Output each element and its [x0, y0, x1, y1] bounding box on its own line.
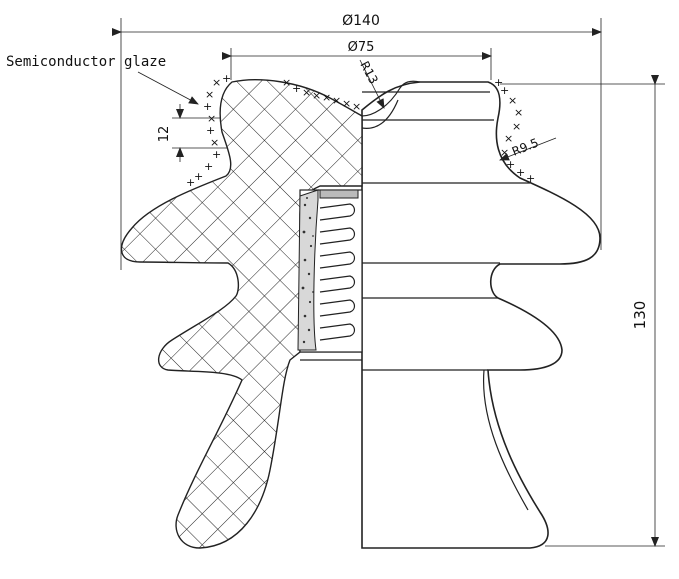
- svg-text:×: ×: [207, 112, 216, 125]
- glaze-markers-left: × × + × + × + + + + +: [186, 72, 231, 189]
- svg-text:+: +: [500, 84, 509, 97]
- svg-text:×: ×: [302, 86, 311, 99]
- cement-specks: [301, 197, 314, 344]
- svg-text:+: +: [222, 72, 231, 85]
- svg-text:×: ×: [352, 100, 361, 113]
- thread-ridges: [319, 203, 356, 341]
- dimension-d140: Ø140: [112, 13, 602, 270]
- insulator-body: [300, 81, 601, 549]
- svg-text:+: +: [494, 76, 503, 89]
- insert-top-cap: [319, 189, 359, 199]
- svg-text:+: +: [203, 100, 212, 113]
- dimension-d75: Ø75: [222, 40, 492, 80]
- svg-text:+: +: [186, 176, 195, 189]
- svg-text:×: ×: [282, 76, 291, 89]
- dimension-h130-label: 130: [631, 301, 649, 330]
- dimension-d75-label: Ø75: [348, 40, 375, 55]
- glaze-markers-right: + + × × × × × + + +: [494, 76, 535, 185]
- svg-text:+: +: [212, 148, 221, 161]
- threaded-insert: [297, 189, 363, 353]
- r13-callout: R13: [357, 59, 385, 109]
- svg-text:+: +: [194, 170, 203, 183]
- svg-text:×: ×: [500, 146, 509, 159]
- svg-text:×: ×: [312, 89, 321, 102]
- svg-text:+: +: [204, 160, 213, 173]
- dimension-h130: 130: [500, 75, 665, 547]
- svg-text:×: ×: [512, 120, 521, 133]
- svg-text:+: +: [292, 82, 301, 95]
- svg-text:+: +: [516, 166, 525, 179]
- svg-text:×: ×: [210, 136, 219, 149]
- glaze-callout: Semiconductor glaze: [6, 54, 199, 105]
- svg-text:×: ×: [504, 132, 513, 145]
- svg-text:×: ×: [205, 88, 214, 101]
- cement-layer: [297, 189, 319, 351]
- r95-label: R9.5: [510, 136, 541, 159]
- glaze-label: Semiconductor glaze: [6, 54, 166, 70]
- dimension-h12-label: 12: [157, 126, 172, 143]
- svg-text:×: ×: [508, 94, 517, 107]
- svg-text:+: +: [206, 124, 215, 137]
- svg-text:×: ×: [322, 91, 331, 104]
- r13-label: R13: [357, 59, 380, 86]
- svg-text:×: ×: [212, 76, 221, 89]
- glaze-markers-top: × + × × × × × ×: [282, 76, 361, 113]
- svg-text:+: +: [526, 172, 535, 185]
- svg-text:×: ×: [332, 94, 341, 107]
- groove-r13: [361, 80, 421, 117]
- svg-text:×: ×: [342, 97, 351, 110]
- svg-text:×: ×: [514, 106, 523, 119]
- svg-text:+: +: [506, 158, 515, 171]
- dimension-d140-label: Ø140: [342, 13, 380, 29]
